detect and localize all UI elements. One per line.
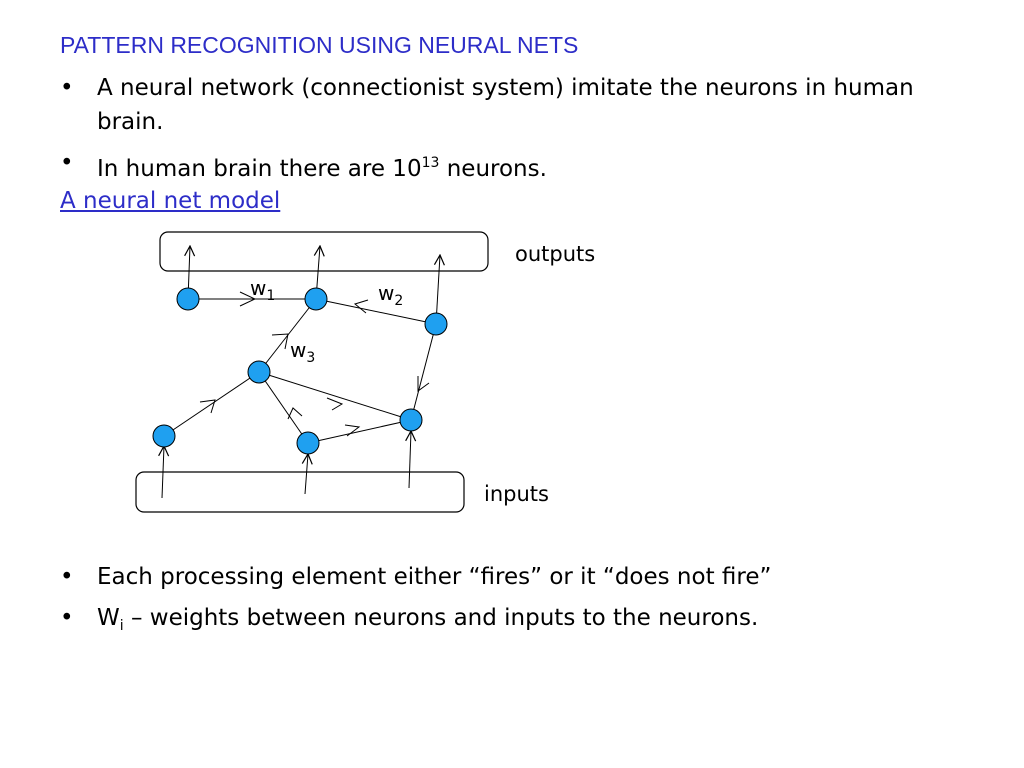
arrow-mark-w1: [239, 291, 257, 307]
weight-label-w1: w1: [250, 276, 275, 304]
arrow-mark-n4-n6: [326, 397, 344, 411]
bullet-marker: •: [60, 150, 74, 176]
bullet-text: Each processing element either “fires” o…: [97, 564, 772, 590]
neuron-node: [304, 287, 328, 311]
weight-index: 2: [394, 293, 403, 309]
arrow-mark-n5: [199, 399, 216, 414]
weight-index: 1: [266, 288, 275, 304]
neural-net-model-link[interactable]: A neural net model: [60, 188, 281, 214]
neuron-node: [296, 431, 320, 455]
weight-letter: w: [290, 338, 306, 362]
neuron-node: [424, 312, 448, 336]
arrow-mark-n7: [287, 407, 303, 420]
weight-letter: w: [378, 281, 394, 305]
edge-n5-n4: [163, 371, 260, 437]
inputs-label: inputs: [484, 482, 549, 506]
weight-label-w2: w2: [378, 281, 403, 309]
arrow-mark-n7-n6: [344, 424, 361, 437]
bullet-text-before: In human brain there are 10: [97, 156, 422, 182]
bullet-text: A neural network (connectionist system) …: [97, 75, 914, 135]
edge-n4-n6: [258, 371, 412, 421]
bullet-marker: •: [60, 605, 74, 631]
weight-label-w3: w3: [290, 338, 315, 366]
weight-index: 3: [306, 350, 315, 366]
bullet-text-before: W: [97, 605, 120, 631]
bullet-text: Wi – weights between neurons and inputs …: [97, 601, 957, 643]
slide-title: PATTERN RECOGNITION USING NEURAL NETS: [60, 32, 579, 58]
input-arrow-2: [305, 454, 308, 495]
input-arrow-1: [162, 446, 164, 499]
neuron-node: [399, 408, 423, 432]
bullet-text-after: neurons.: [439, 156, 547, 182]
neuron-node: [176, 287, 200, 311]
io-arrows: [162, 246, 440, 499]
outputs-label: outputs: [515, 242, 595, 266]
weight-letter: w: [250, 276, 266, 300]
neurons: [152, 287, 448, 455]
bullet-marker: •: [60, 564, 74, 590]
bullet-text-after: – weights between neurons and inputs to …: [123, 605, 759, 631]
arrow-mark-n3-n6: [417, 376, 430, 392]
input-arrow-3: [409, 431, 411, 489]
inputs-box: [135, 471, 465, 513]
weight-subscript: i: [119, 618, 124, 634]
edge-n7-n4: [258, 371, 309, 444]
edge-n3-n2: [315, 298, 437, 325]
direction-marks: [199, 291, 430, 437]
exponent-superscript: 13: [421, 155, 440, 171]
neuron-node: [152, 424, 176, 448]
bullet-marker: •: [60, 75, 74, 101]
edge-n7-n6: [307, 419, 412, 444]
arrow-mark-w2: [353, 299, 369, 314]
edge-n3-n6: [410, 323, 437, 421]
arrow-mark-w3: [271, 333, 289, 350]
output-arrow-3: [436, 255, 440, 325]
bullet-text: In human brain there are 1013 neurons.: [97, 146, 957, 186]
outputs-box: [159, 231, 489, 272]
connections: [163, 298, 437, 444]
neuron-node: [247, 360, 271, 384]
